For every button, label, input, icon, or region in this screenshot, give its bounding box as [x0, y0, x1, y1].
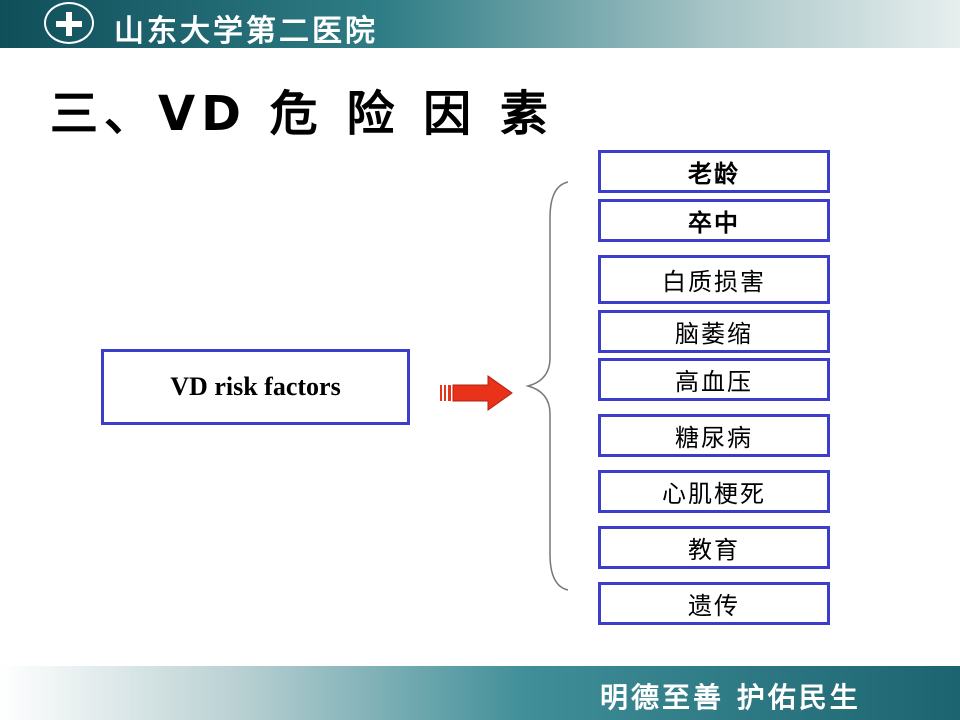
factor-box: 糖尿病 — [598, 414, 830, 457]
factor-box: 教育 — [598, 526, 830, 569]
footer-slogan: 明德至善 护佑民生 — [600, 681, 861, 714]
factor-box: 白质损害 — [598, 255, 830, 304]
factor-box: 遗传 — [598, 582, 830, 625]
factor-box: 卒中 — [598, 199, 830, 242]
factor-box: 老龄 — [598, 150, 830, 193]
hospital-name: 山东大学第二医院 — [114, 14, 378, 49]
header-bar: 山东大学第二医院 — [0, 0, 960, 49]
factor-box: 高血压 — [598, 358, 830, 401]
right-arrow-icon — [440, 375, 513, 411]
left-brace — [525, 181, 569, 591]
arrow-stripe — [440, 385, 442, 401]
factor-box: 脑萎缩 — [598, 310, 830, 353]
source-box: VD risk factors — [101, 349, 410, 425]
slide-title: 三、VD 危 险 因 素 — [50, 86, 554, 142]
arrow-stripe — [448, 385, 451, 401]
logo-cross-vertical — [66, 12, 72, 36]
arrow-stripe — [444, 385, 446, 401]
footer-bar — [0, 666, 960, 720]
brace-path — [525, 181, 569, 591]
factor-box: 心肌梗死 — [598, 470, 830, 513]
hospital-logo-icon — [44, 2, 94, 44]
arrow-body — [452, 375, 513, 411]
